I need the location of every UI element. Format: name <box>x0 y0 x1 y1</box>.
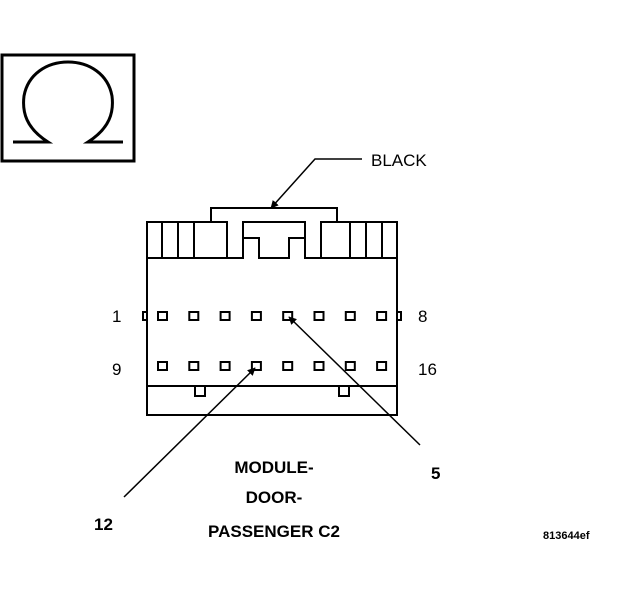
title-line-2: DOOR- <box>246 488 303 507</box>
left-latch <box>142 311 148 321</box>
pin-cavity-9 <box>157 361 168 371</box>
pin-cavity-10 <box>188 361 200 371</box>
pin-cavity-14 <box>313 361 325 371</box>
ohm-symbol-frame <box>0 53 136 163</box>
pin-cavity-13 <box>282 361 294 371</box>
pin-5-callout: 5 <box>288 316 440 483</box>
pin-12-leader-line <box>123 367 256 498</box>
pin-cavity-5 <box>282 311 294 321</box>
pin-cavity-11 <box>219 361 231 371</box>
pin-cavity-4 <box>250 311 262 321</box>
pin-label-16: 16 <box>418 360 437 379</box>
key-notch <box>243 237 305 259</box>
pin-cavity-8 <box>376 311 388 321</box>
color-leader-line <box>270 158 362 209</box>
pin-cavity-7 <box>344 311 356 321</box>
pin-cavity-2 <box>188 311 200 321</box>
pin-12-callout-label: 12 <box>94 515 113 534</box>
pin-5-callout-label: 5 <box>431 464 440 483</box>
lock-tab <box>210 207 338 222</box>
pin-cavity-12 <box>250 361 262 371</box>
right-ribs <box>305 222 397 259</box>
pin-label-1: 1 <box>112 307 121 326</box>
left-ribs <box>147 222 243 259</box>
ohm-symbol <box>0 53 136 163</box>
connector-title: MODULE- DOOR- PASSENGER C2 <box>208 458 340 541</box>
figure-code: 813644ef <box>543 530 590 542</box>
pin-12-callout: 12 <box>94 367 256 534</box>
pin-cavity-15 <box>344 361 356 371</box>
color-callout: BLACK <box>270 151 427 209</box>
pin-cavity-6 <box>313 311 325 321</box>
pin-cavity-1 <box>157 311 168 321</box>
pin-label-9: 9 <box>112 360 121 379</box>
bottom-lip-right-notch <box>338 386 350 397</box>
title-line-1: MODULE- <box>234 458 313 477</box>
pin-cavity-3 <box>219 311 231 321</box>
right-latch <box>396 311 402 321</box>
pin-cavity-16 <box>376 361 388 371</box>
pin-label-8: 8 <box>418 307 427 326</box>
ohm-icon <box>13 60 123 144</box>
pin-cavities <box>157 311 388 371</box>
pin-5-leader-line <box>288 316 421 446</box>
bottom-lip-left-notch <box>194 386 206 397</box>
connector-color-label: BLACK <box>371 151 427 170</box>
connector-body <box>142 207 402 416</box>
title-line-3: PASSENGER C2 <box>208 522 340 541</box>
